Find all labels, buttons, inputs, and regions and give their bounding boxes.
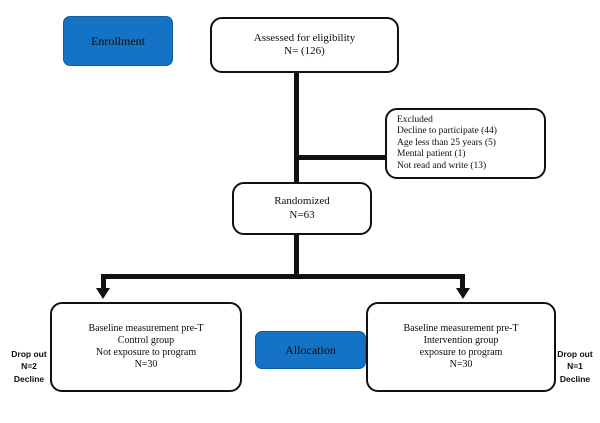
connector-split-to-control [101,274,106,292]
control-line-1: Baseline measurement pre-T [88,322,204,334]
connector-assessed-to-randomized [294,73,299,183]
node-control-group: Baseline measurement pre-T Control group… [50,302,242,392]
dropout-intervention-line-1: Drop out [557,349,593,359]
dropout-intervention-line-2: N=1 [567,361,583,372]
excluded-line-2: Decline to participate (44) [397,126,497,137]
stage-badge-allocation-label: Allocation [285,342,336,357]
assessed-line-2: N= (126) [284,45,325,57]
randomized-line-2: N=63 [289,208,315,221]
connector-to-excluded [294,155,386,160]
node-randomized: Randomized N=63 [232,182,372,235]
connector-allocation-split [101,274,465,279]
control-line-3: Not exposure to program [95,347,197,358]
control-line-2: Control group [117,334,175,346]
connector-split-to-intervention [460,274,465,292]
dropout-control-line-3: Decline [13,373,45,384]
intervention-line-1: Baseline measurement pre-T [403,322,519,334]
control-line-4: N=30 [134,359,158,371]
stage-badge-allocation: Allocation [255,331,366,369]
dropout-control-line-1: Drop out [11,349,47,359]
stage-badge-enrollment: Enrollment [63,16,173,66]
arrowhead-intervention [456,288,470,299]
dropout-intervention-line-3: Decline [559,373,591,384]
stage-badge-enrollment-label: Enrollment [91,33,145,48]
connector-randomized-to-split [294,235,299,279]
arrowhead-control [96,288,110,299]
assessed-line-1: Assessed for eligibility [253,31,356,44]
randomized-line-1: Randomized [274,195,330,208]
excluded-line-5: Not read and write (13) [397,160,487,171]
excluded-line-1: Excluded [397,114,433,125]
intervention-line-2: Intervention group [423,334,499,346]
intervention-line-3: exposure to program [419,347,503,358]
excluded-line-4: Mental patient (1) [397,149,466,160]
dropout-intervention: Drop out N=1 Decline [552,348,598,385]
intervention-line-4: N=30 [449,359,473,371]
dropout-control-line-2: N=2 [21,361,37,372]
node-assessed-for-eligibility: Assessed for eligibility N= (126) [210,17,399,73]
dropout-control: Drop out N=2 Decline [6,348,52,385]
node-excluded: Excluded Decline to participate (44) Age… [385,108,546,179]
node-intervention-group: Baseline measurement pre-T Intervention … [366,302,556,392]
excluded-line-3: Age less than 25 years (5) [397,137,496,148]
